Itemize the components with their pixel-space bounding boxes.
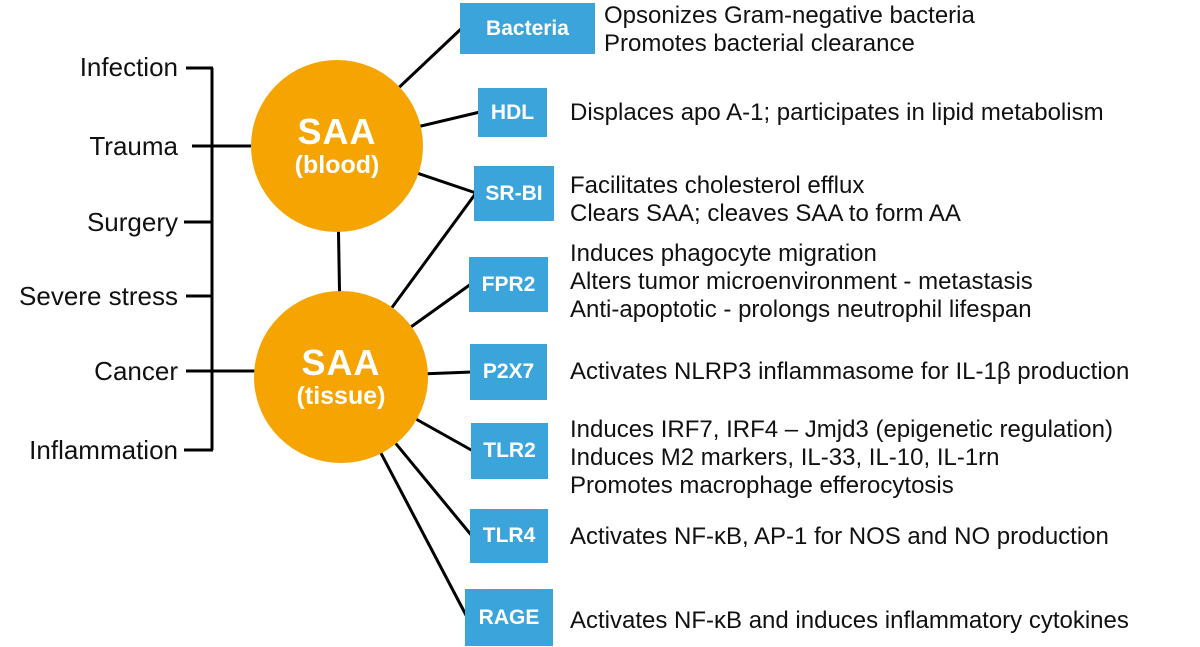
stimulus-label-surgery: Surgery [86, 207, 178, 237]
node-saa-blood: SAA (blood) [251, 60, 423, 232]
stimulus-label-cancer: Cancer [94, 356, 178, 386]
receptor-box-fpr2: FPR2 [469, 257, 548, 312]
stimulus-label-trauma: Trauma [89, 131, 178, 161]
node-saa-tissue-subtitle: (tissue) [296, 382, 386, 410]
stimulus-label-infection: Infection [79, 52, 178, 82]
node-saa-tissue: SAA (tissue) [254, 291, 428, 463]
receptor-box-rage: RAGE [465, 589, 553, 646]
description-rage: Activates NF-κB and induces inflammatory… [570, 607, 1129, 634]
receptor-box-hdl: HDL [478, 88, 547, 137]
receptor-box-tlr2: TLR2 [471, 423, 548, 479]
description-p2x7: Activates NLRP3 inflammasome for IL-1β p… [570, 358, 1130, 385]
description-tlr2: Induces IRF7, IRF4 – Jmjd3 (epigenetic r… [570, 416, 1113, 499]
node-saa-blood-subtitle: (blood) [294, 151, 380, 179]
description-srbi: Facilitates cholesterol efflux Clears SA… [570, 172, 961, 227]
receptor-box-tlr4: TLR4 [470, 509, 548, 563]
node-saa-blood-title: SAA [297, 111, 377, 152]
description-tlr4: Activates NF-κB, AP-1 for NOS and NO pro… [570, 523, 1109, 550]
stimulus-label-severe-stress: Severe stress [19, 281, 178, 311]
description-fpr2: Induces phagocyte migration Alters tumor… [570, 240, 1033, 323]
description-bacteria: Opsonizes Gram-negative bacteria Promote… [604, 2, 975, 57]
receptor-box-p2x7: P2X7 [470, 344, 547, 400]
receptor-box-bacteria: Bacteria [460, 3, 595, 54]
stimulus-label-inflammation: Inflammation [29, 435, 178, 465]
description-hdl: Displaces apo A-1; participates in lipid… [570, 99, 1104, 126]
node-saa-tissue-title: SAA [301, 342, 381, 383]
receptor-box-srbi: SR-BI [474, 166, 554, 221]
